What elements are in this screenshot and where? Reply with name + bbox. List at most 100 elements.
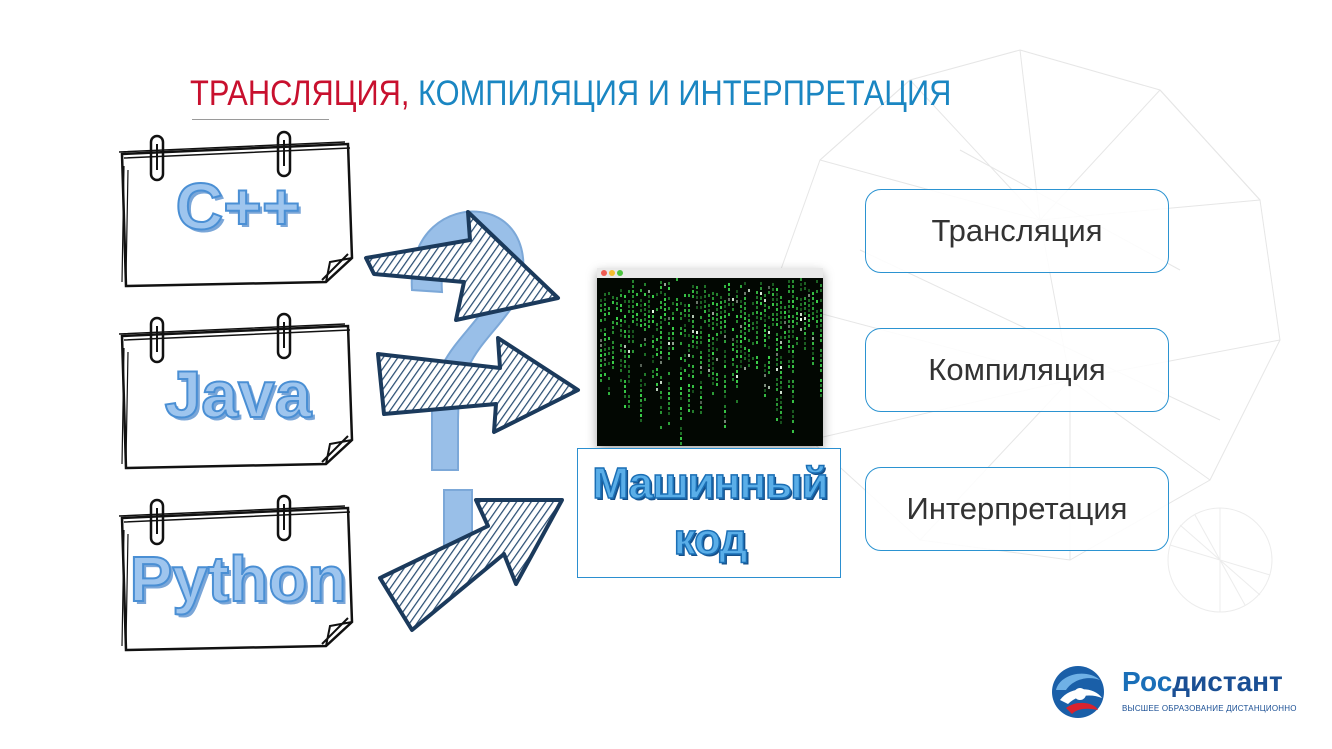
matrix-glyph <box>644 398 646 401</box>
matrix-glyph <box>784 311 786 314</box>
matrix-glyph <box>792 410 794 413</box>
matrix-glyph <box>808 299 810 302</box>
matrix-glyph <box>668 287 670 290</box>
matrix-glyph <box>736 350 738 353</box>
matrix-glyph <box>744 292 746 295</box>
matrix-glyph <box>688 389 690 392</box>
matrix-glyph <box>644 308 646 311</box>
matrix-glyph <box>600 369 602 372</box>
matrix-glyph <box>780 301 782 304</box>
matrix-glyph <box>820 384 822 387</box>
matrix-glyph <box>812 357 814 360</box>
matrix-glyph <box>684 334 686 337</box>
concept-interpretation-button[interactable]: Интерпретация <box>865 467 1169 551</box>
matrix-glyph <box>772 313 774 316</box>
matrix-glyph <box>640 379 642 382</box>
matrix-glyph <box>604 293 606 296</box>
matrix-glyph <box>776 323 778 326</box>
matrix-glyph <box>792 295 794 298</box>
matrix-glyph <box>800 288 802 291</box>
matrix-glyph <box>640 414 642 417</box>
language-label-java: Java <box>164 356 313 432</box>
matrix-glyph <box>820 349 822 352</box>
matrix-glyph <box>624 365 626 368</box>
matrix-glyph <box>776 353 778 356</box>
matrix-glyph <box>632 285 634 288</box>
matrix-glyph <box>636 313 638 316</box>
matrix-glyph <box>648 320 650 323</box>
matrix-glyph <box>740 300 742 303</box>
matrix-glyph <box>700 381 702 384</box>
matrix-glyph <box>752 342 754 345</box>
logo-name: Росдистант <box>1122 666 1283 697</box>
matrix-glyph <box>688 354 690 357</box>
matrix-glyph <box>748 289 750 292</box>
matrix-glyph <box>788 325 790 328</box>
matrix-glyph <box>700 386 702 389</box>
matrix-glyph <box>600 304 602 307</box>
matrix-glyph <box>780 336 782 339</box>
matrix-glyph <box>756 316 758 319</box>
matrix-glyph <box>804 302 806 305</box>
matrix-glyph <box>688 334 690 337</box>
matrix-glyph <box>804 327 806 330</box>
matrix-glyph <box>752 322 754 325</box>
language-card-python: Python <box>108 494 368 664</box>
matrix-glyph <box>712 367 714 370</box>
matrix-glyph <box>708 304 710 307</box>
matrix-glyph <box>820 379 822 382</box>
matrix-glyph <box>744 327 746 330</box>
concept-translation-button[interactable]: Трансляция <box>865 189 1169 273</box>
matrix-glyph <box>800 308 802 311</box>
matrix-glyph <box>652 355 654 358</box>
matrix-glyph <box>800 318 802 321</box>
matrix-glyph <box>716 333 718 336</box>
rosdistant-logo-icon <box>1052 666 1104 718</box>
matrix-glyph <box>604 373 606 376</box>
machine-code-line1: Машинный <box>592 458 830 509</box>
matrix-glyph <box>668 282 670 285</box>
matrix-glyph <box>740 335 742 338</box>
matrix-glyph <box>660 336 662 339</box>
matrix-glyph <box>628 305 630 308</box>
matrix-glyph <box>724 405 726 408</box>
matrix-glyph <box>620 289 622 292</box>
matrix-glyph <box>680 437 682 440</box>
matrix-glyph <box>756 341 758 344</box>
matrix-glyph <box>720 301 722 304</box>
matrix-glyph <box>628 300 630 303</box>
matrix-glyph <box>688 384 690 387</box>
matrix-glyph <box>624 345 626 348</box>
matrix-glyph <box>780 401 782 404</box>
arrow-icon <box>376 336 580 434</box>
matrix-glyph <box>772 318 774 321</box>
arrow-icon <box>378 498 564 632</box>
matrix-glyph <box>720 331 722 334</box>
matrix-glyph <box>816 315 818 318</box>
paperclip-icon <box>149 316 165 364</box>
matrix-glyph <box>668 382 670 385</box>
matrix-glyph <box>652 360 654 363</box>
matrix-glyph <box>776 418 778 421</box>
matrix-glyph <box>704 295 706 298</box>
matrix-glyph <box>788 310 790 313</box>
matrix-glyph <box>668 332 670 335</box>
matrix-glyph <box>768 306 770 309</box>
concept-compilation-button[interactable]: Компиляция <box>865 328 1169 412</box>
matrix-glyph <box>716 383 718 386</box>
matrix-glyph <box>744 302 746 305</box>
machine-code-line2: код <box>673 514 748 565</box>
arrow-icon <box>364 210 560 322</box>
matrix-glyph <box>812 302 814 305</box>
matrix-glyph <box>740 305 742 308</box>
matrix-glyph <box>780 316 782 319</box>
matrix-glyph <box>752 327 754 330</box>
matrix-glyph <box>612 366 614 369</box>
matrix-glyph <box>756 366 758 369</box>
matrix-glyph <box>644 323 646 326</box>
matrix-glyph <box>624 380 626 383</box>
matrix-glyph <box>688 349 690 352</box>
matrix-glyph <box>600 344 602 347</box>
matrix-glyph <box>676 303 678 306</box>
title-blue-part: КОМПИЛЯЦИЯ И ИНТЕРПРЕТАЦИЯ <box>418 74 952 113</box>
